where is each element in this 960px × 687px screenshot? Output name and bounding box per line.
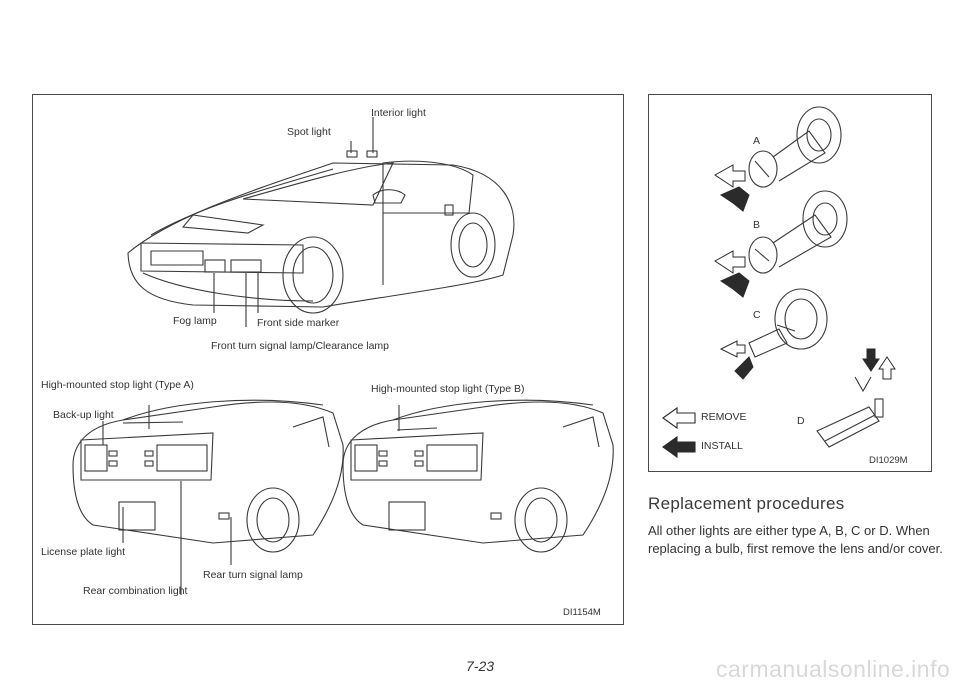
bulb-label-d: D <box>797 415 805 427</box>
legend-arrows <box>662 406 696 459</box>
figure-code-left: DI1154M <box>563 607 601 618</box>
figure-code-right: DI1029M <box>869 455 908 466</box>
label-rear-combination: Rear combination light <box>83 585 188 597</box>
rear-car-a-drawing <box>72 399 344 553</box>
bulb-c-drawing <box>748 288 828 358</box>
rear-car-b-drawing <box>342 399 614 553</box>
label-stop-light-a: High-mounted stop light (Type A) <box>41 379 194 391</box>
bulb-label-c: C <box>753 309 761 321</box>
label-fog-lamp: Fog lamp <box>173 315 217 327</box>
page-number: 7-23 <box>466 658 495 674</box>
bulb-a-drawing <box>748 106 842 188</box>
label-stop-light-b: High-mounted stop light (Type B) <box>371 383 525 395</box>
front-car-drawing <box>127 150 515 314</box>
bulb-types-figure: A B C D REMOVE INSTALL DI1029M <box>648 94 932 472</box>
bulb-b-drawing <box>748 190 848 274</box>
label-interior-light: Interior light <box>371 107 426 119</box>
bulb-label-b: B <box>753 219 761 231</box>
label-spot-light: Spot light <box>287 126 331 138</box>
legend-remove: REMOVE <box>701 411 747 423</box>
section-body: All other lights are either type A, B, C… <box>648 523 943 556</box>
bulb-illustrations <box>662 106 896 459</box>
label-back-up-light: Back-up light <box>53 409 114 421</box>
car-illustrations <box>72 117 614 595</box>
label-front-side-marker: Front side marker <box>257 317 340 329</box>
bulb-d-drawing <box>816 376 884 448</box>
action-arrows <box>714 164 896 380</box>
label-front-turn-signal: Front turn signal lamp/Clearance lamp <box>211 340 389 352</box>
legend-install: INSTALL <box>701 440 743 452</box>
car-lights-figure: Interior light Spot light Fog lamp Front… <box>32 94 624 625</box>
label-license-plate-light: License plate light <box>41 546 126 558</box>
label-rear-turn-signal: Rear turn signal lamp <box>203 569 303 581</box>
bulb-label-a: A <box>753 135 761 147</box>
section-heading: Replacement procedures <box>648 494 845 513</box>
watermark: carmanualsonline.info <box>716 656 951 682</box>
